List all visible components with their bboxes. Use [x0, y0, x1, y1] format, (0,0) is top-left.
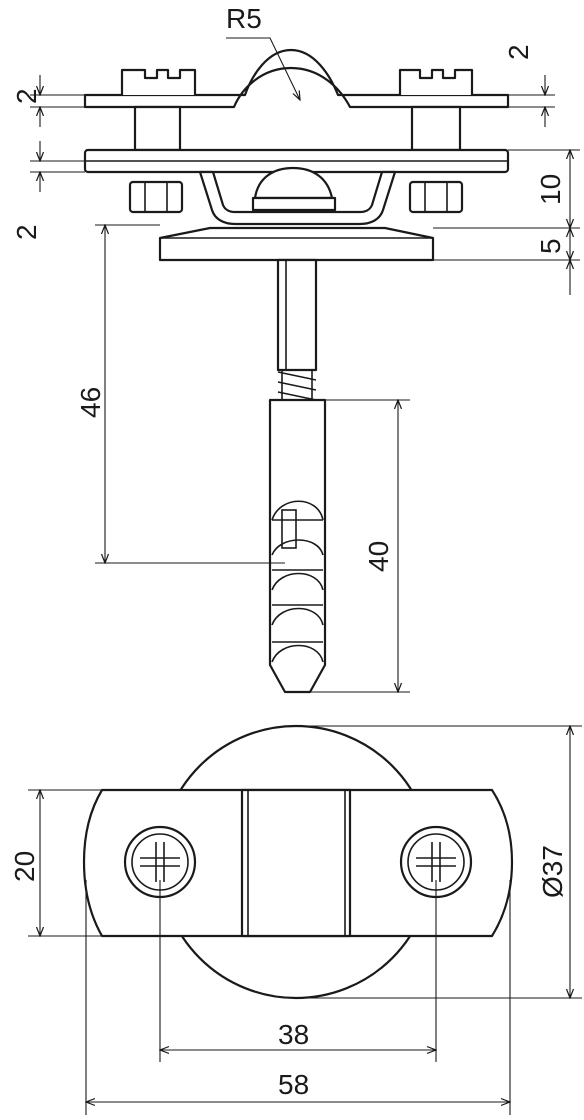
- top-thickness-label: 2: [503, 44, 534, 60]
- center-screw-head: [253, 166, 334, 200]
- disc-diameter-label: Ø37: [537, 845, 568, 898]
- side-view: R5 2 2 2 10 5 46: [11, 3, 580, 694]
- stem-length-label: 46: [75, 387, 106, 418]
- clamp-height-label: 10: [535, 174, 566, 205]
- right-nut: [408, 180, 464, 214]
- plate-thickness-label: 5: [535, 238, 566, 254]
- hole-spacing-label: 38: [278, 1019, 309, 1050]
- anchor-length-label: 40: [363, 541, 394, 572]
- saddle-bracket: [198, 170, 397, 226]
- center-band: [240, 788, 352, 938]
- anchor-ribs: [271, 500, 324, 663]
- right-top-screw-head: [398, 68, 474, 95]
- base-plate: [158, 226, 435, 262]
- lower-gap-label: 2: [11, 224, 42, 240]
- left-screw-shank: [133, 105, 182, 152]
- width-bottom-label: 20: [9, 851, 40, 882]
- overall-width-label: 58: [278, 1069, 309, 1100]
- left-top-screw-head: [120, 68, 197, 95]
- right-screw-shank: [410, 105, 462, 152]
- left-nut: [128, 180, 184, 214]
- stem: [276, 258, 318, 372]
- radius-label: R5: [226, 3, 262, 34]
- upper-gap-label: 2: [11, 88, 42, 104]
- top-view: 20 Ø37 38 58: [9, 724, 582, 1115]
